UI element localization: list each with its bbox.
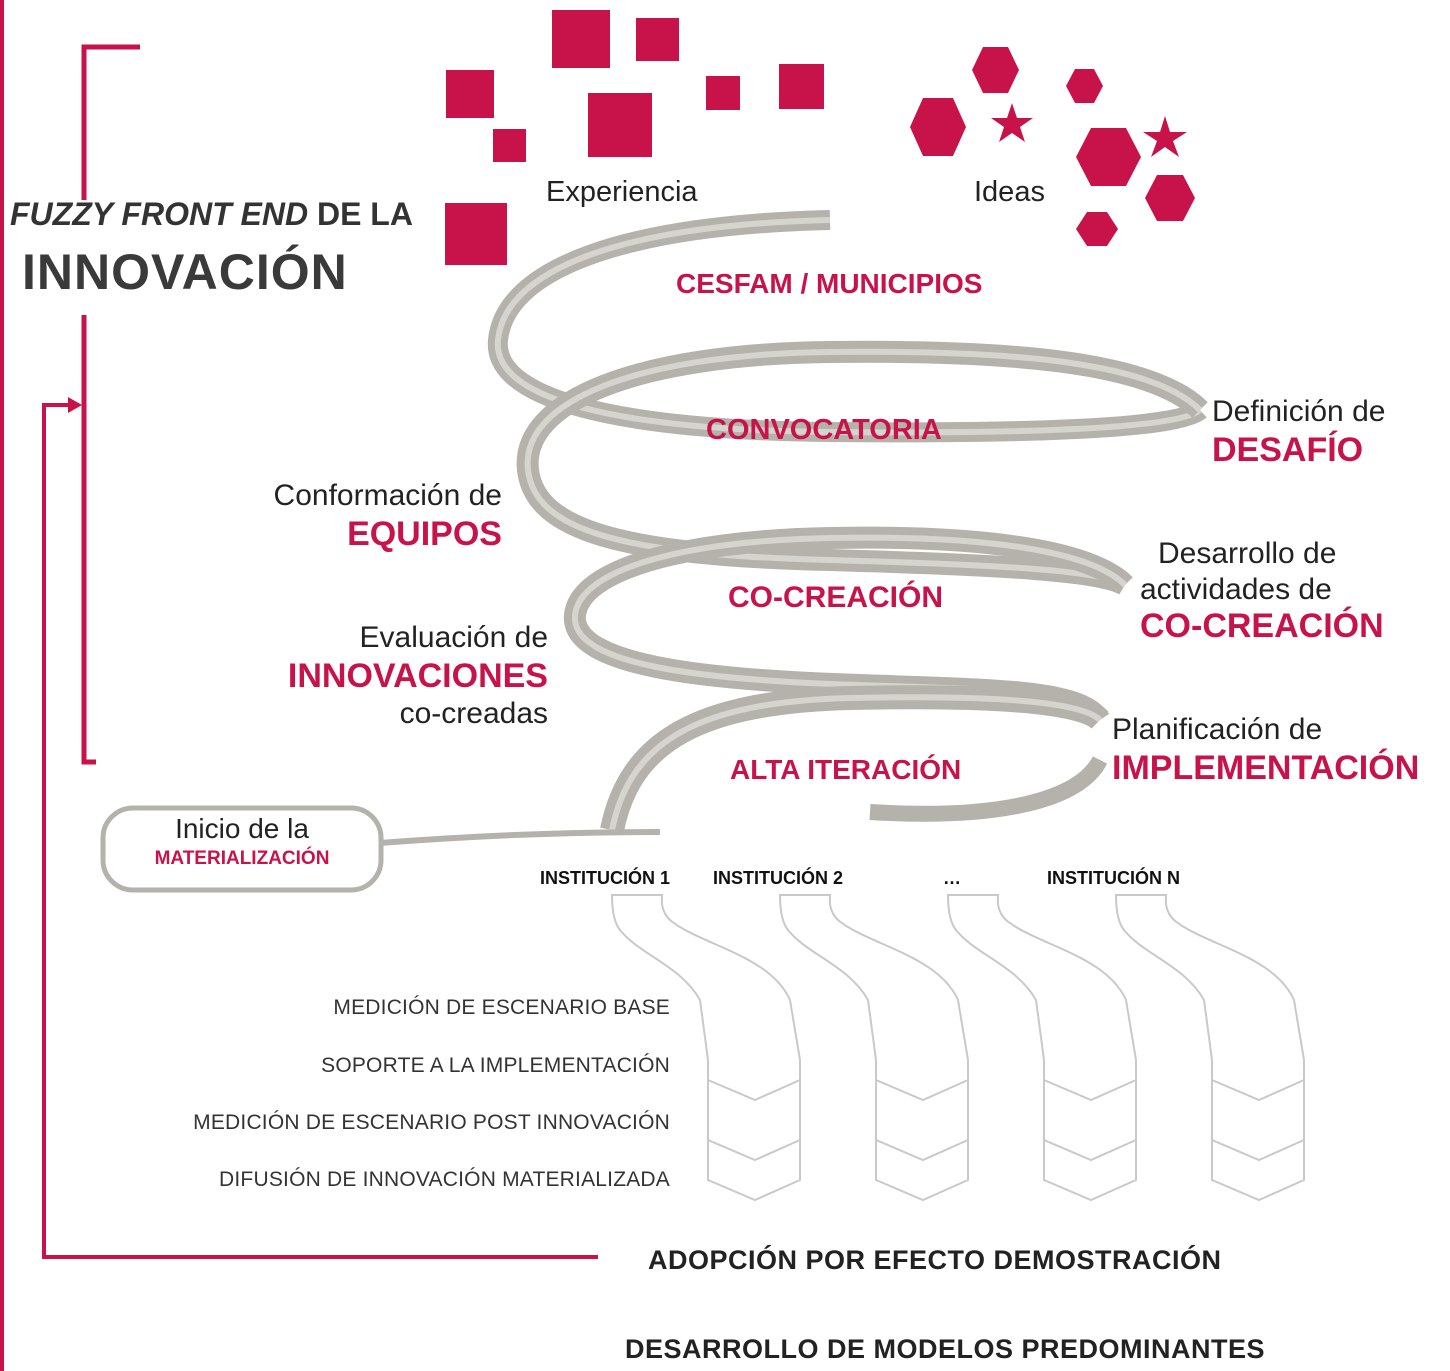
label-desafio: Definición de DESAFÍO (1212, 394, 1385, 470)
phase-1: MEDICIÓN DE ESCENARIO BASE (333, 996, 670, 1019)
institution-branch-3 (946, 894, 1137, 1202)
ideas-hexagons-icon (910, 47, 1195, 246)
experiencia-label: Experiencia (546, 176, 698, 208)
stage-cesfam: CESFAM / MUNICIPIOS (676, 268, 983, 299)
label-innovaciones-bold: INNOVACIONES (287, 657, 548, 695)
title-line-1: FUZZY FRONT END DE LA (10, 196, 413, 233)
label-innovaciones-light1: Evaluación de (359, 621, 548, 654)
label-equipos-light: Conformación de (273, 479, 502, 512)
label-cocreacion-light1: Desarrollo de (1158, 537, 1337, 570)
institution-1: INSTITUCIÓN 1 (540, 868, 671, 888)
institution-branch-1 (610, 894, 801, 1202)
materializacion-callout-box (100, 805, 384, 893)
innovation-spiral (487, 210, 1208, 833)
outcome-adopcion: ADOPCIÓN POR EFECTO DEMOSTRACIÓN (648, 1245, 1222, 1275)
experiencia-squares-icon (445, 10, 824, 265)
label-innovaciones: Evaluación de INNOVACIONES co-creadas (240, 620, 548, 732)
institution-branch-4 (1114, 894, 1305, 1202)
feedback-arrow-icon (68, 397, 82, 413)
title-bracket-bottom (81, 315, 96, 765)
page-edge-bar (0, 0, 4, 1371)
institution-n: INSTITUCIÓN N (1047, 868, 1180, 888)
title-rest: DE LA (316, 196, 413, 232)
phase-4: DIFUSIÓN DE INNOVACIÓN MATERIALIZADA (219, 1168, 670, 1191)
institution-branches (610, 894, 1305, 1202)
label-implementacion-light: Planificación de (1112, 713, 1323, 746)
label-cocreacion-activities: Desarrollo de actividades de CO-CREACIÓN (1140, 536, 1384, 646)
label-equipos-bold: EQUIPOS (347, 515, 502, 553)
title-italic: FUZZY FRONT END (10, 196, 309, 232)
label-implementacion: Planificación de IMPLEMENTACIÓN (1112, 712, 1419, 788)
label-desafio-bold: DESAFÍO (1212, 431, 1364, 469)
outcome-desarrollo: DESARROLLO DE MODELOS PREDOMINANTES (625, 1334, 1266, 1364)
stage-alta-iteracion: ALTA ITERACIÓN (730, 754, 962, 785)
institution-branch-2 (778, 894, 969, 1202)
stage-convocatoria: CONVOCATORIA (706, 414, 942, 446)
materializacion-bold: MATERIALIZACIÓN (154, 848, 330, 869)
materializacion-light: Inicio de la (175, 813, 309, 844)
label-equipos: Conformación de EQUIPOS (214, 478, 502, 554)
institution-ellipsis: … (943, 868, 961, 888)
stage-cocreacion: CO-CREACIÓN (728, 581, 943, 614)
phase-3: MEDICIÓN DE ESCENARIO POST INNOVACIÓN (193, 1111, 670, 1134)
materializacion-connector (379, 829, 661, 846)
feedback-loop-line (42, 403, 598, 1259)
materializacion-callout: Inicio de la MATERIALIZACIÓN (103, 812, 381, 872)
label-desafio-light: Definición de (1212, 395, 1386, 428)
title-bracket-top (81, 44, 140, 200)
institution-2: INSTITUCIÓN 2 (713, 868, 844, 888)
title-main: INNOVACIÓN (22, 244, 348, 300)
label-implementacion-bold: IMPLEMENTACIÓN (1112, 749, 1420, 787)
ideas-label: Ideas (974, 176, 1045, 208)
label-innovaciones-light2: co-creadas (399, 697, 548, 730)
label-cocreacion-bold: CO-CREACIÓN (1140, 607, 1384, 645)
label-cocreacion-light2: actividades de (1140, 573, 1332, 606)
phase-2: SOPORTE A LA IMPLEMENTACIÓN (321, 1054, 670, 1077)
